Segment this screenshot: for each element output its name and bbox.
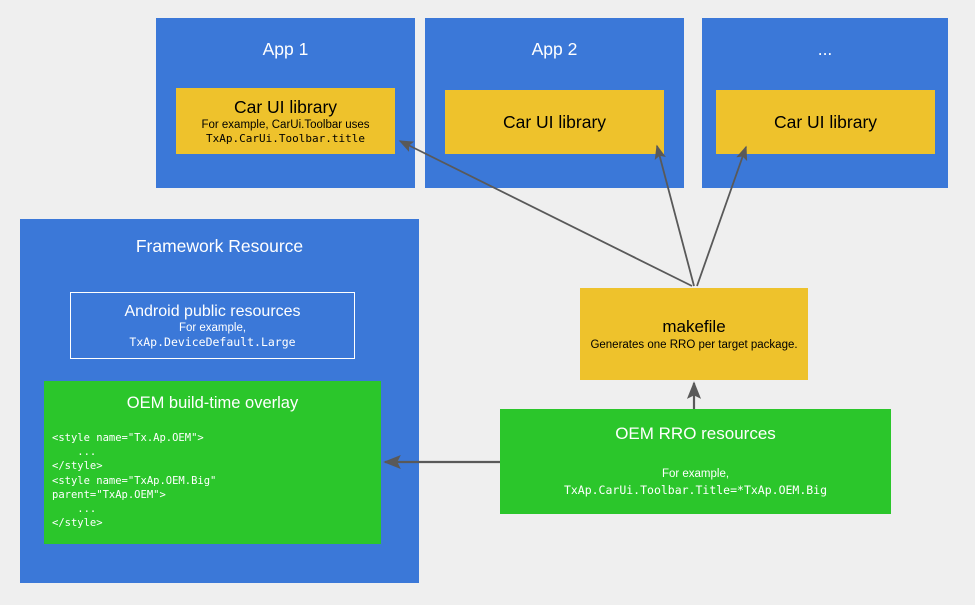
- android-public-resources-subtitle: For example,: [178, 321, 247, 334]
- car-ui-library-content-1: Car UI library For example, CarUi.Toolba…: [176, 88, 395, 154]
- framework-resource-title: Framework Resource: [135, 236, 304, 256]
- app-title-3: ...: [817, 39, 833, 59]
- android-public-resources-title: Android public resources: [124, 302, 301, 320]
- car-ui-library-title-2: Car UI library: [502, 111, 607, 132]
- oem-rro-resources-box: OEM RRO resources For example, TxAp.CarU…: [500, 409, 891, 514]
- makefile-content: makefile Generates one RRO per target pa…: [586, 288, 802, 380]
- makefile-box: makefile Generates one RRO per target pa…: [580, 288, 808, 380]
- oem-build-time-overlay-box: OEM build-time overlay <style name="Tx.A…: [44, 381, 381, 544]
- oem-rro-resources-subtitle: For example,: [661, 468, 730, 480]
- oem-rro-resources-code: TxAp.CarUi.Toolbar.Title=*TxAp.OEM.Big: [563, 483, 828, 497]
- makefile-title: makefile: [662, 316, 726, 336]
- oem-rro-resources-title: OEM RRO resources: [615, 424, 776, 443]
- car-ui-library-title-3: Car UI library: [773, 111, 878, 132]
- car-ui-library-box-3: Car UI library: [716, 90, 935, 154]
- car-ui-library-content-3: Car UI library: [716, 90, 935, 154]
- app-title-1: App 1: [262, 39, 309, 59]
- car-ui-library-code-1: TxAp.CarUi.Toolbar.title: [206, 131, 365, 145]
- car-ui-library-box-1: Car UI library For example, CarUi.Toolba…: [176, 88, 395, 154]
- makefile-subtitle: Generates one RRO per target package.: [590, 338, 798, 351]
- app-title-2: App 2: [531, 39, 578, 59]
- android-public-resources-code: TxAp.DeviceDefault.Large: [129, 334, 296, 349]
- oem-build-time-overlay-title: OEM build-time overlay: [126, 394, 299, 412]
- car-ui-library-title-1: Car UI library: [233, 96, 338, 117]
- car-ui-library-box-2: Car UI library: [445, 90, 664, 154]
- car-ui-library-subtitle-1: For example, CarUi.Toolbar uses: [201, 118, 370, 131]
- oem-build-time-overlay-code: <style name="Tx.Ap.OEM"> ... </style> <s…: [52, 432, 217, 530]
- android-public-resources-box: Android public resources For example, Tx…: [70, 292, 355, 359]
- android-public-resources-content: Android public resources For example, Tx…: [71, 293, 354, 358]
- car-ui-library-content-2: Car UI library: [445, 90, 664, 154]
